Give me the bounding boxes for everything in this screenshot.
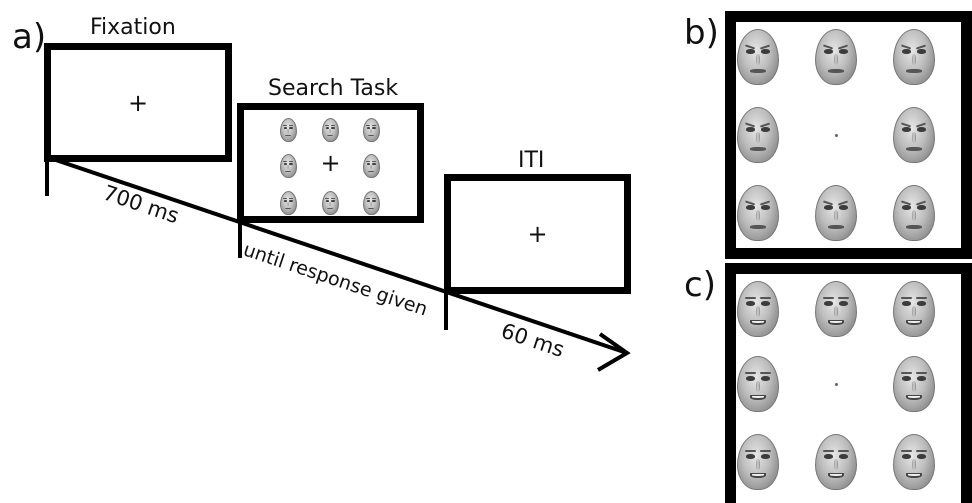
example-b-face: [893, 107, 935, 163]
example-c-face: [893, 281, 935, 337]
timeline-arrowhead: [596, 332, 631, 372]
example-b-face: [737, 107, 779, 163]
search-screen: +: [237, 103, 424, 223]
example-c-center-dot: [835, 383, 838, 386]
example-c-face: [737, 281, 779, 337]
search-face: [279, 154, 297, 178]
example-c-face: [815, 434, 857, 490]
search-face: [362, 118, 380, 142]
panel-label-a: a): [12, 17, 47, 57]
example-c-face: [737, 434, 779, 490]
example-display-b: [725, 11, 972, 259]
search-face: [321, 118, 339, 142]
search-face: [362, 191, 380, 215]
iti-screen: +: [444, 174, 631, 294]
example-b-face: [737, 185, 779, 241]
search-title: Search Task: [268, 76, 399, 101]
search-face: [279, 118, 297, 142]
example-c-face: [737, 356, 779, 412]
iti-fixation-cross: +: [527, 220, 548, 248]
fixation-cross: +: [127, 88, 149, 117]
example-b-face: [893, 29, 935, 85]
search-fixation-cross: +: [320, 149, 341, 177]
iti-title: ITI: [518, 148, 545, 173]
panel-label-c: c): [684, 265, 716, 305]
fixation-title: Fixation: [90, 15, 176, 40]
example-display-c: [725, 263, 972, 503]
example-b-center-dot: [835, 134, 838, 137]
example-b-face: [815, 29, 857, 85]
search-face: [362, 154, 380, 178]
example-c-face: [893, 356, 935, 412]
example-c-face: [815, 281, 857, 337]
timeline-axis: [46, 155, 625, 354]
example-c-face: [893, 434, 935, 490]
fixation-screen: +: [44, 43, 232, 162]
search-face: [279, 191, 297, 215]
example-b-face: [893, 185, 935, 241]
panel-label-b: b): [684, 13, 719, 53]
example-b-face: [815, 185, 857, 241]
example-b-face: [737, 29, 779, 85]
search-face: [321, 191, 339, 215]
